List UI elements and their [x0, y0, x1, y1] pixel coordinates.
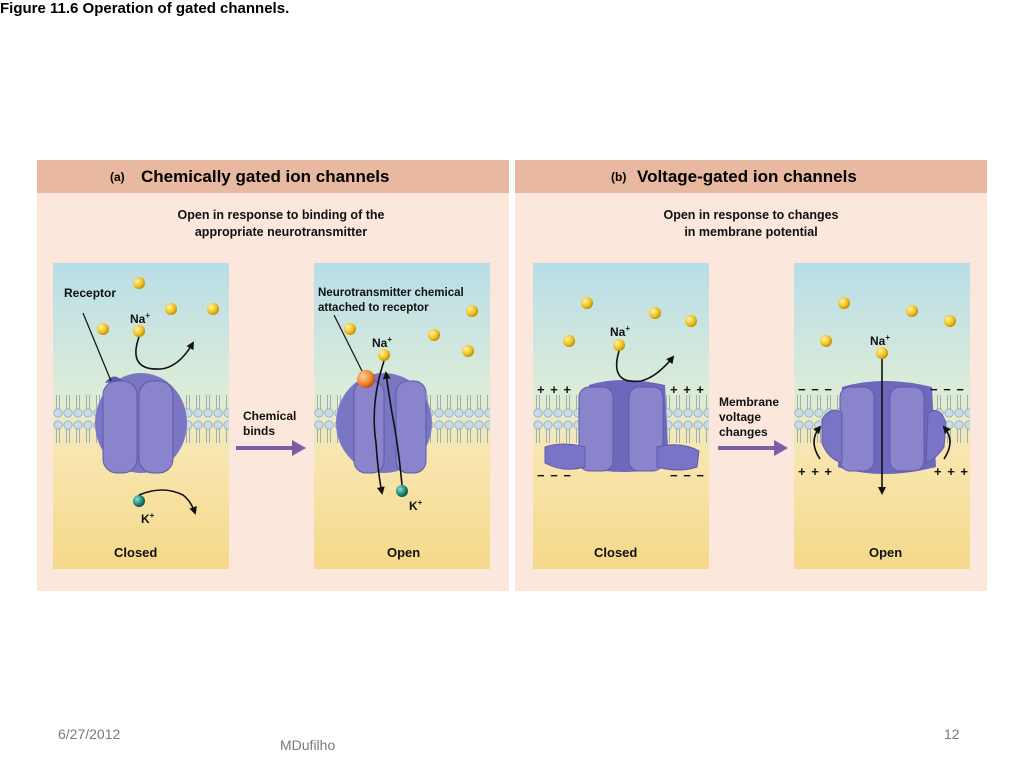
state-label-b-closed: Closed — [594, 545, 638, 560]
sodium-symbol: Na — [870, 334, 886, 348]
voltage-change-arrow — [718, 440, 788, 456]
panel-a-title: Chemically gated ion channels — [141, 167, 390, 186]
footer-date: 6/27/2012 — [58, 726, 121, 742]
panel-b-title: Voltage-gated ion channels — [637, 167, 857, 186]
sodium-path-blocked-arrow — [135, 336, 195, 370]
sodium-label-a-closed: Na+ — [130, 311, 150, 326]
charge-inside-b-open-right: + + + — [934, 464, 969, 479]
potassium-symbol: K — [141, 512, 150, 526]
sodium-label-b-open: Na+ — [870, 333, 890, 348]
state-label-a-closed: Closed — [114, 545, 158, 560]
membrane-voltage-label: Membrane voltage changes — [719, 395, 779, 440]
charge-inside-b-closed-left: − − − — [537, 468, 572, 483]
sodium-ions — [344, 305, 478, 361]
scene-voltage-closed — [533, 263, 709, 569]
potassium-label-a-open: K+ — [409, 498, 422, 513]
neurotransmitter-label-line2: attached to receptor — [318, 302, 429, 314]
panel-a-letter: (a) — [110, 170, 125, 184]
sodium-symbol: Na — [130, 312, 146, 326]
panel-b-header: (b) Voltage-gated ion channels — [515, 160, 987, 193]
potassium-ion — [396, 485, 408, 497]
charge-outside-b-closed-right: + + + — [670, 382, 705, 397]
channel-protein-open — [336, 373, 432, 474]
sodium-charge: + — [145, 311, 151, 320]
chemical-binds-line1: Chemical — [243, 409, 297, 423]
state-label-a-open: Open — [387, 545, 421, 560]
sodium-charge: + — [387, 335, 393, 344]
sodium-label-a-open: Na+ — [372, 335, 392, 350]
charge-inside-b-open-left: + + + — [798, 464, 833, 479]
receptor-pointer-line — [82, 312, 112, 382]
gate-swing-right-arrow — [942, 425, 951, 460]
neurotransmitter-pointer-line — [333, 314, 363, 372]
sodium-symbol: Na — [372, 336, 388, 350]
potassium-charge: + — [149, 511, 155, 520]
chemical-binds-label: Chemical binds — [243, 409, 296, 439]
panel-a-subtitle: Open in response to binding of the appro… — [111, 207, 451, 241]
neurotransmitter-label: Neurotransmitter chemical attached to re… — [318, 286, 464, 316]
potassium-label-a-closed: K+ — [141, 511, 154, 526]
channel-protein-closed — [95, 373, 187, 474]
charge-outside-b-closed-left: + + + — [537, 382, 572, 397]
scene-chemical-closed — [53, 263, 229, 569]
footer-author: MDufilho — [280, 737, 336, 753]
panel-a-header: (a) Chemically gated ion channels — [37, 160, 509, 193]
potassium-efflux-arrow — [382, 371, 403, 486]
sodium-symbol: Na — [610, 325, 626, 339]
sodium-ions — [820, 297, 956, 359]
slide-title: Figure 11.6 Operation of gated channels. — [0, 0, 290, 17]
scene-voltage-open — [794, 263, 970, 569]
potassium-charge: + — [417, 498, 423, 507]
chemical-binds-line2: binds — [243, 424, 275, 438]
charge-outside-b-open-right: − − − — [930, 382, 965, 397]
sodium-label-b-closed: Na+ — [610, 324, 630, 339]
potassium-ion — [133, 495, 145, 507]
neurotransmitter-molecule — [357, 370, 375, 388]
charge-inside-b-closed-right: − − − — [670, 468, 705, 483]
membrane-voltage-line3: changes — [719, 425, 768, 439]
panel-b-subtitle-line2: in membrane potential — [684, 225, 818, 239]
sodium-ions — [563, 297, 697, 351]
sodium-charge: + — [625, 324, 631, 333]
potassium-symbol: K — [409, 499, 418, 513]
sodium-path-blocked-arrow — [615, 350, 675, 383]
panel-a-subtitle-line2: appropriate neurotransmitter — [194, 225, 368, 239]
membrane-voltage-line2: voltage — [719, 410, 762, 424]
panel-b-letter: (b) — [611, 170, 627, 184]
potassium-path-blocked-arrow — [138, 489, 197, 515]
sodium-ions — [97, 277, 219, 337]
footer-page-number: 12 — [944, 726, 960, 742]
sodium-charge: + — [885, 333, 891, 342]
sodium-influx-arrow — [373, 360, 385, 495]
neurotransmitter-label-line1: Neurotransmitter chemical — [318, 287, 464, 299]
receptor-label: Receptor — [64, 286, 117, 300]
voltage-channel-closed — [544, 380, 700, 472]
voltage-channel-open — [821, 381, 947, 474]
panel-b-subtitle: Open in response to changes in membrane … — [581, 207, 921, 241]
charge-outside-b-open-left: − − − — [798, 382, 833, 397]
state-label-b-open: Open — [869, 545, 903, 560]
chemical-binds-arrow — [236, 440, 306, 456]
membrane-voltage-line1: Membrane — [719, 395, 780, 409]
gate-swing-left-arrow — [813, 425, 822, 460]
scene-chemical-open — [314, 263, 490, 569]
panel-a-subtitle-line1: Open in response to binding of the — [177, 208, 385, 222]
panel-b-subtitle-line1: Open in response to changes — [663, 208, 839, 222]
